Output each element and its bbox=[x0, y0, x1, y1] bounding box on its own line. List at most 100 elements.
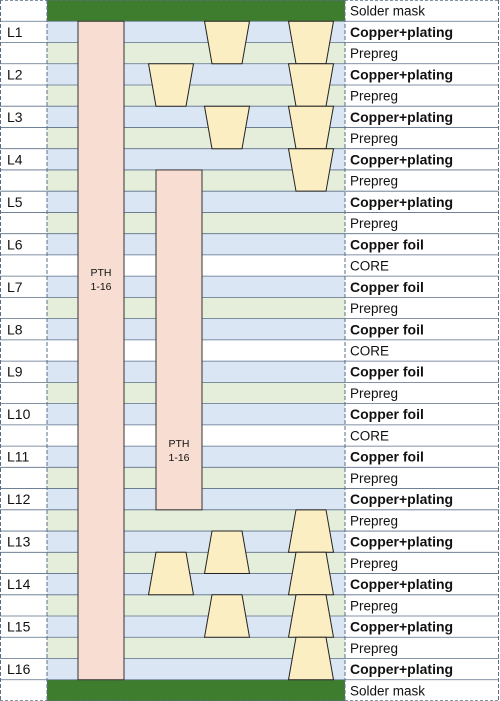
microvia bbox=[287, 509, 335, 553]
label-cell bbox=[345, 424, 499, 447]
material-label: Prepreg bbox=[350, 386, 398, 401]
material-label: Prepreg bbox=[350, 556, 398, 571]
label-cell bbox=[345, 531, 499, 553]
label-cell bbox=[345, 148, 499, 170]
layer-number: L8 bbox=[7, 321, 23, 337]
label-cell bbox=[345, 212, 499, 234]
material-label: Copper+plating bbox=[350, 534, 453, 550]
material-label: Copper foil bbox=[350, 279, 424, 295]
layer-number: L10 bbox=[7, 406, 31, 422]
material-label: CORE bbox=[350, 344, 389, 359]
material-label: Copper+plating bbox=[350, 491, 453, 507]
label-cell bbox=[345, 679, 499, 701]
microvia bbox=[287, 20, 335, 65]
material-label: Copper foil bbox=[350, 236, 424, 252]
microvia bbox=[287, 551, 335, 596]
pth-bar bbox=[77, 20, 125, 681]
layer-number: L1 bbox=[7, 24, 23, 40]
label-cell bbox=[345, 297, 499, 319]
layer-number: L3 bbox=[7, 109, 23, 125]
layer-number: L11 bbox=[7, 449, 30, 465]
microvia bbox=[203, 105, 251, 150]
layer-number: L9 bbox=[7, 364, 23, 380]
label-cell bbox=[345, 233, 499, 255]
label-cell bbox=[345, 169, 499, 192]
label-cell bbox=[345, 509, 499, 532]
microvia bbox=[287, 105, 335, 150]
microvia bbox=[203, 20, 251, 65]
solder-mask-band bbox=[47, 679, 345, 701]
material-label: Prepreg bbox=[350, 513, 398, 528]
solder-mask-label: Solder mask bbox=[350, 4, 425, 19]
label-cell bbox=[345, 637, 499, 659]
label-cell bbox=[345, 191, 499, 213]
label-cell bbox=[345, 276, 499, 298]
material-label: Copper+plating bbox=[350, 24, 453, 40]
label-cell bbox=[345, 573, 499, 595]
microvia bbox=[203, 594, 251, 638]
label-cell bbox=[345, 594, 499, 617]
label-cell bbox=[345, 361, 499, 383]
solder-mask-band bbox=[47, 0, 345, 22]
label-cell bbox=[345, 84, 499, 107]
material-label: Copper+plating bbox=[350, 576, 453, 592]
layer-number: L13 bbox=[7, 534, 31, 550]
label-cell bbox=[345, 616, 499, 638]
layer-number: L2 bbox=[7, 66, 23, 82]
label-cell bbox=[345, 127, 499, 149]
material-label: Copper foil bbox=[350, 321, 424, 337]
microvia bbox=[147, 63, 195, 107]
material-label: Copper+plating bbox=[350, 619, 453, 635]
microvia bbox=[287, 148, 335, 192]
label-cell bbox=[345, 318, 499, 340]
material-label: Prepreg bbox=[350, 216, 398, 231]
microvia bbox=[203, 530, 251, 575]
label-cell bbox=[345, 403, 499, 425]
label-cell bbox=[345, 467, 499, 489]
material-label: Copper foil bbox=[350, 449, 424, 465]
label-cell bbox=[345, 63, 499, 85]
label-cell bbox=[345, 106, 499, 128]
label-cell bbox=[345, 21, 499, 43]
material-label: Prepreg bbox=[350, 46, 398, 61]
material-label: Copper+plating bbox=[350, 151, 453, 167]
material-label: Copper+plating bbox=[350, 194, 453, 210]
label-cell bbox=[345, 446, 499, 468]
layer-number: L5 bbox=[7, 194, 23, 210]
material-label: Prepreg bbox=[350, 471, 398, 486]
material-label: Copper foil bbox=[350, 364, 424, 380]
material-label: Prepreg bbox=[350, 174, 398, 189]
layer-number: L12 bbox=[7, 491, 31, 507]
layer-number: L4 bbox=[7, 151, 23, 167]
label-cell bbox=[345, 552, 499, 574]
pth-bar bbox=[155, 169, 203, 511]
label-cell bbox=[345, 488, 499, 510]
microvia bbox=[287, 594, 335, 638]
label-cell bbox=[345, 658, 499, 680]
material-label: CORE bbox=[350, 259, 389, 274]
layer-number: L6 bbox=[7, 236, 23, 252]
material-label: Prepreg bbox=[350, 641, 398, 656]
label-cell bbox=[345, 0, 499, 22]
material-label: Prepreg bbox=[350, 89, 398, 104]
layer-number: L16 bbox=[7, 661, 31, 677]
material-label: Prepreg bbox=[350, 301, 398, 316]
material-label: Copper+plating bbox=[350, 66, 453, 82]
material-label: CORE bbox=[350, 428, 389, 443]
layer-number: L7 bbox=[7, 279, 23, 295]
material-label: Copper+plating bbox=[350, 109, 453, 125]
material-label: Prepreg bbox=[350, 131, 398, 146]
label-cell bbox=[345, 42, 499, 64]
material-label: Copper foil bbox=[350, 406, 424, 422]
layer-number: L15 bbox=[7, 619, 31, 635]
label-cell bbox=[345, 254, 499, 277]
layer-number: L14 bbox=[7, 576, 31, 592]
microvia bbox=[147, 551, 195, 596]
microvia bbox=[287, 63, 335, 107]
label-cell bbox=[345, 339, 499, 362]
material-label: Prepreg bbox=[350, 598, 398, 613]
